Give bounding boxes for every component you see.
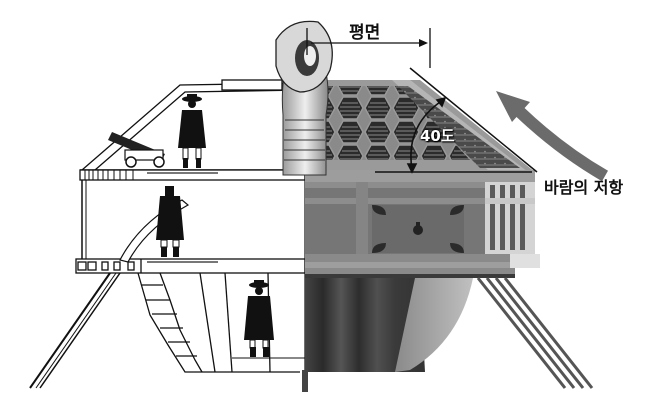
oar-legs — [476, 277, 594, 389]
dragon-head-icon — [275, 20, 333, 176]
soldier-lower-icon — [244, 280, 274, 357]
hull-belly — [395, 278, 473, 372]
plane-label: 평면 — [349, 23, 381, 43]
angle-arc — [406, 96, 447, 174]
slope-line — [409, 67, 538, 173]
cannon-icon — [108, 132, 165, 168]
angle-label: 40도 — [420, 127, 455, 145]
soldier-upper-icon — [178, 94, 206, 168]
wind-arrow-icon — [496, 91, 609, 182]
rendered-half — [302, 80, 594, 392]
wind-resistance-label: 바람의 저항 — [544, 178, 624, 197]
soldier-oar-icon — [119, 186, 190, 263]
plane-dimension — [306, 28, 431, 68]
hull-dark — [305, 278, 425, 372]
ornament-icon — [413, 225, 423, 235]
